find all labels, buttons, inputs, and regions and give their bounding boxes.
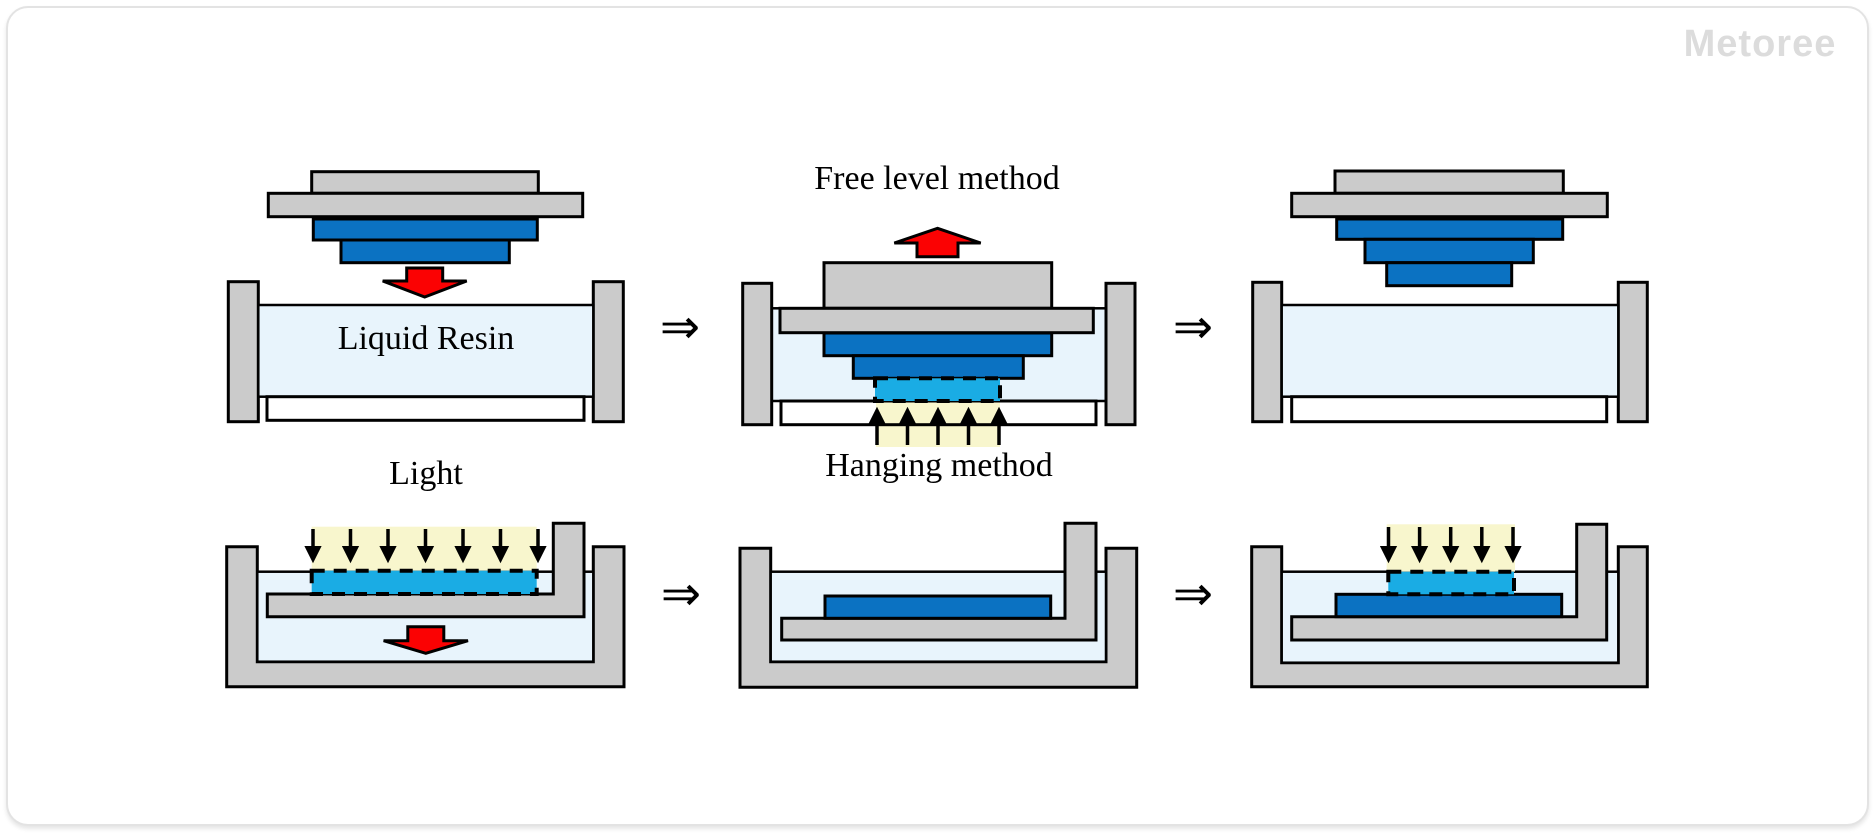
build-platform-head (310, 170, 540, 195)
panel-bottom-3 (1250, 522, 1649, 689)
step-arrow-top-2: ⇒ (1173, 301, 1213, 354)
liquid-resin-pool (1280, 303, 1620, 398)
panel-top-2: Free level method Hanging method (741, 160, 1137, 484)
liquid-resin-label: Liquid Resin (338, 320, 515, 357)
vat-bottom-window (1290, 395, 1609, 424)
build-table (265, 521, 586, 619)
build-table (780, 521, 1098, 642)
light-label: Light (389, 455, 463, 492)
curing-layer (1386, 569, 1517, 597)
light-ray-arrows-down (304, 529, 547, 564)
panel-bottom-1: Light (225, 455, 626, 689)
build-platform-flange (778, 306, 1095, 335)
part-layer-2 (1363, 237, 1535, 265)
step-arrow-bottom-1: ⇒ (661, 568, 701, 621)
motion-down-arrow (383, 625, 469, 655)
hanging-method-label: Hanging method (825, 447, 1053, 484)
metoree-watermark: Metoree (1684, 23, 1837, 65)
light-ray-arrows-up (868, 406, 1008, 445)
motion-down-arrow (382, 266, 468, 299)
part-layer-1 (1335, 217, 1565, 241)
curing-layer (873, 376, 1002, 403)
vat-wall-left (226, 280, 260, 424)
vat-wall-right (1616, 280, 1649, 424)
build-platform-flange (266, 191, 585, 219)
part-layer-1 (822, 331, 1054, 358)
part-layer-1 (1334, 592, 1564, 619)
part-layer-1 (823, 594, 1053, 620)
liquid-resin-pool (257, 303, 595, 398)
motion-up-arrow (893, 226, 982, 259)
part-layer-2 (851, 354, 1025, 380)
part-layer-2 (339, 238, 511, 265)
vat-wall-left (1251, 280, 1284, 424)
build-platform-flange (1290, 191, 1609, 219)
panel-top-3 (1251, 169, 1649, 424)
step-arrow-top-1: ⇒ (660, 301, 700, 354)
vat-wall-right (1104, 281, 1137, 427)
build-platform-head (1333, 169, 1565, 195)
free-level-method-label: Free level method (814, 160, 1059, 197)
vat-wall-right (591, 280, 625, 424)
light-ray-arrows-down (1379, 527, 1522, 564)
step-arrow-bottom-2: ⇒ (1173, 568, 1213, 621)
build-platform-head (822, 261, 1054, 310)
vat-wall-left (741, 281, 774, 427)
part-layer-1 (311, 217, 539, 242)
vat-bottom-window (265, 395, 586, 422)
panel-bottom-2 (738, 521, 1139, 689)
panel-top-1: Liquid Resin (226, 170, 625, 424)
part-layer-3 (1385, 261, 1514, 288)
curing-layer (309, 568, 539, 597)
